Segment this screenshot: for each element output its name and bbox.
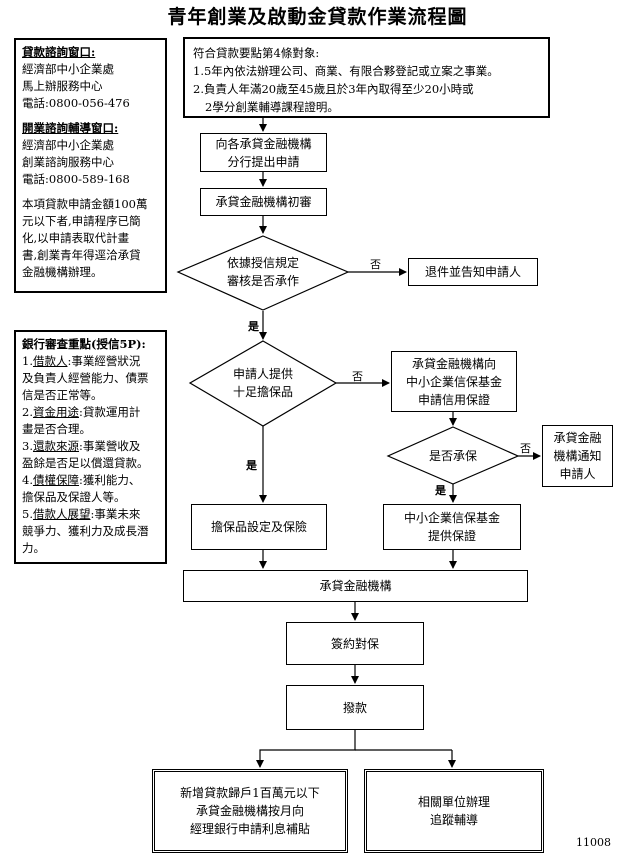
decision-3-diamond <box>386 426 520 485</box>
subsidy-line: 新增貸款歸戶1百萬元以下 <box>180 786 320 800</box>
subsidy-line: 經理銀行申請利息補貼 <box>189 822 310 836</box>
review-item-line: 力。 <box>22 541 45 555</box>
subsidy-box: 新增貸款歸戶1百萬元以下 承貸金融機構按月向 經理銀行申請利息補貼 <box>152 769 348 853</box>
notify-line: 承貸金融 <box>553 431 602 445</box>
review-item-4: 4.債權保障:獲利能力、 <box>22 473 141 487</box>
guarantee-fund-line: 中小企業信保基金 <box>403 511 500 525</box>
collateral-box: 擔保品設定及保險 <box>191 504 327 550</box>
eligibility-box: 符合貸款要點第4條對象: 1.5年內依法辦理公司、商業、有限合夥登記或立案之事業… <box>183 37 550 118</box>
review-item-line: 盈餘是否足以償還貸款。 <box>22 456 149 470</box>
startup-consult-line: 創業諮詢服務中心 <box>22 155 114 169</box>
review-item-3: 3.還款來源:事業營收及 <box>22 439 141 453</box>
review-item-line: 擔保品及保證人等。 <box>22 490 126 504</box>
followup-line: 相關單位辦理 <box>417 795 490 809</box>
bank-box: 承貸金融機構 <box>183 570 528 602</box>
contact-panel: 貸款諮詢窗口: 經濟部中小企業處 馬上辦服務中心 電話:0800-056-476… <box>14 38 167 293</box>
initial-review-box: 承貸金融機構初審 <box>200 188 327 216</box>
followup-line: 追蹤輔導 <box>429 813 478 827</box>
yes-label-decision-3: 是 <box>435 484 446 497</box>
loan-consult-line: 馬上辦服務中心 <box>22 79 103 93</box>
review-item-line: 畫是否合理。 <box>22 422 91 436</box>
guarantee-fund-box: 中小企業信保基金 提供保證 <box>383 504 521 550</box>
eligibility-line: 2學分創業輔導課程證明。 <box>205 100 339 114</box>
arrow-disburse-subsidy <box>256 730 356 768</box>
loan-consult-line: 經濟部中小企業處 <box>22 62 114 76</box>
startup-consult-phone: 電話:0800-589-168 <box>22 172 130 186</box>
review-item-2: 2.資金用途:貸款運用計 <box>22 405 141 419</box>
apply-guarantee-line: 承貸金融機構向 <box>411 356 496 371</box>
startup-consult-line: 經濟部中小企業處 <box>22 138 114 152</box>
eligibility-line: 1.5年內依法辦理公司、商業、有限合夥登記或立案之事業。 <box>193 64 499 78</box>
apply-line: 分行提出申請 <box>227 154 300 169</box>
yes-label-decision-1: 是 <box>248 320 259 333</box>
no-label-decision-1: 否 <box>370 258 381 271</box>
no-label-decision-2: 否 <box>352 370 363 383</box>
note-line: 書,創業青年得逕洽承貸 <box>22 248 141 262</box>
apply-guarantee-line: 中小企業信保基金 <box>405 374 502 389</box>
sign-box: 簽約對保 <box>286 622 424 665</box>
notify-box: 承貸金融 機構通知 申請人 <box>542 425 613 487</box>
note-line: 本項貸款申請金額100萬 <box>22 197 148 211</box>
bank-label: 承貸金融機構 <box>319 579 392 593</box>
decision-1-label: 依據授信規定 審核是否承作 <box>226 256 299 288</box>
yes-label-decision-2: 是 <box>246 459 257 472</box>
note-line: 化,以申請表取代計畫 <box>22 231 130 245</box>
guarantee-fund-line: 提供保證 <box>427 529 476 543</box>
apply-line: 向各承貸金融機構 <box>215 136 312 151</box>
decision-1-diamond <box>176 235 350 311</box>
subsidy-line: 承貸金融機構按月向 <box>195 804 304 818</box>
startup-consult-heading: 開業諮詢輔導窗口: <box>22 121 119 135</box>
initial-review-label: 承貸金融機構初審 <box>215 195 312 209</box>
note-line: 元以下者,申請程序已簡 <box>22 214 141 228</box>
apply-guarantee-line: 申請信用保證 <box>417 392 490 407</box>
reject-label: 退件並告知申請人 <box>424 265 521 279</box>
loan-consult-heading: 貸款諮詢窗口: <box>22 45 96 59</box>
decision-3-label: 是否承保 <box>428 449 477 463</box>
review-item-5: 5.借款人展望:事業未來 <box>22 507 141 521</box>
loan-consult-phone: 電話:0800-056-476 <box>22 96 130 110</box>
disburse-box: 撥款 <box>286 685 424 730</box>
sign-label: 簽約對保 <box>330 636 379 651</box>
no-label-decision-3: 否 <box>520 442 531 455</box>
decision-2-label: 申請人提供 十足擔保品 <box>232 367 293 399</box>
disburse-label: 撥款 <box>342 700 367 715</box>
document-code: 11008 <box>576 836 611 849</box>
page-title: 青年創業及啟動金貸款作業流程圖 <box>167 6 468 28</box>
review-item-line: 及負責人經營能力、債票 <box>22 371 149 385</box>
eligibility-line: 符合貸款要點第4條對象: <box>193 46 320 60</box>
collateral-label: 擔保品設定及保險 <box>210 520 307 534</box>
review-item-line: 信是否正常等。 <box>22 388 103 402</box>
review-item-line: 競爭力、獲利力及成長潛 <box>22 524 149 538</box>
followup-box: 相關單位辦理 追蹤輔導 <box>364 769 544 853</box>
apply-guarantee-box: 承貸金融機構向 中小企業信保基金 申請信用保證 <box>391 351 517 412</box>
apply-box: 向各承貸金融機構 分行提出申請 <box>200 133 327 172</box>
review-points-panel: 銀行審查重點(授信5P): 1.借款人:事業經營狀況 及負責人經營能力、債票 信… <box>14 330 167 564</box>
note-line: 金融機構辦理。 <box>22 265 103 279</box>
review-points-heading: 銀行審查重點(授信5P): <box>22 337 146 351</box>
notify-line: 機構通知 <box>553 449 602 463</box>
decision-2-diamond <box>188 340 338 427</box>
review-item-1: 1.借款人:事業經營狀況 <box>22 354 141 368</box>
notify-line: 申請人 <box>559 467 596 481</box>
reject-box: 退件並告知申請人 <box>408 258 538 286</box>
eligibility-line: 2.負責人年滿20歲至45歲且於3年內取得至少20小時或 <box>193 82 474 96</box>
